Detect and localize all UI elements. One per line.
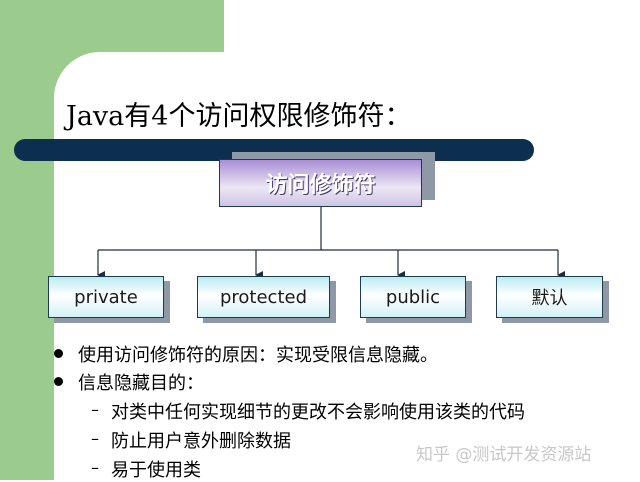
subitem-marker: –	[91, 458, 99, 477]
content-panel	[54, 52, 640, 480]
bullet-marker	[54, 349, 63, 358]
bullet-purpose: 信息隐藏目的：	[78, 373, 204, 394]
watermark: 知乎 @测试开发资源站	[416, 445, 592, 465]
bullet-reason: 使用访问修饰符的原因：实现受限信息隐藏。	[78, 345, 438, 366]
bullet-marker	[54, 377, 63, 386]
child-node-protected: protected	[197, 276, 330, 318]
child-node-private: private	[48, 276, 164, 318]
subitem-no-impact: 对类中任何实现细节的更改不会影响使用该类的代码	[111, 402, 525, 423]
child-node-protected-label: protected	[219, 286, 308, 308]
subitem-marker: –	[91, 400, 99, 419]
child-node-default-label: 默认	[531, 288, 568, 309]
subitem-easy-use: 易于使用类	[111, 460, 201, 481]
child-node-public-label: public	[385, 286, 441, 308]
subitem-prevent-deletion: 防止用户意外删除数据	[111, 431, 291, 452]
subitem-marker: –	[91, 429, 99, 448]
root-node-label: 访问修饰符	[265, 173, 376, 198]
root-node: 访问修饰符	[219, 159, 422, 207]
slide-title: Java有4个访问权限修饰符：	[66, 101, 412, 132]
child-node-public: public	[360, 276, 466, 318]
child-node-private-label: private	[74, 286, 138, 308]
child-node-default: 默认	[496, 276, 603, 318]
